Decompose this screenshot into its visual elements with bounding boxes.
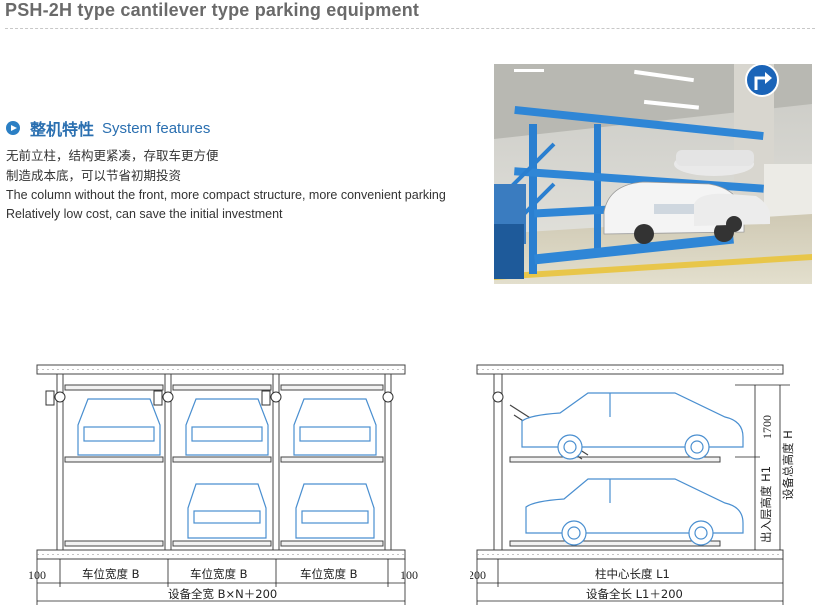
features-heading: 整机特性 System features [6,116,210,140]
page-title: PSH-2H type cantilever type parking equi… [5,0,420,20]
feature-line-en-2: Relatively low cost, can save the initia… [6,207,283,221]
exit-height-label: 出入层高度 H1 [759,466,773,543]
side-total-length-label: 设备全长 L1＋200 [586,587,683,601]
feature-line-cn-1: 无前立柱，结构更紧凑，存取车更方便 [6,148,219,163]
features-heading-cn: 整机特性 [30,120,95,139]
feature-line-en-1: The column without the front, more compa… [6,188,446,202]
side-left-margin: 200 [470,568,486,582]
front-bay-3-label: 车位宽度 B [300,567,358,581]
front-total-width-label: 设备全宽 B×N＋200 [168,587,277,601]
front-bay-2-label: 车位宽度 B [190,567,248,581]
front-left-margin: 100 [28,568,46,582]
side-view-drawing: 200 柱中心长度 L1 设备全长 L1＋200 1700 出入层高度 H1 设… [470,364,795,605]
play-bullet-icon [6,121,20,135]
total-height-label: 设备总高度 H [781,430,795,500]
front-right-margin: 100 [400,568,418,582]
equipment-photo [494,64,812,284]
turn-right-arrow-icon [754,76,766,90]
side-column-length-label: 柱中心长度 L1 [595,567,670,581]
front-view-drawing: 100 车位宽度 B 车位宽度 B 车位宽度 B 100 设备全宽 B×N＋20… [28,364,418,605]
upper-height-label: 1700 [760,415,774,439]
front-bay-1-label: 车位宽度 B [82,567,140,581]
feature-line-cn-2: 制造成本底，可以节省初期投资 [6,168,182,183]
title-divider [5,28,815,29]
features-heading-en: System features [102,119,211,137]
